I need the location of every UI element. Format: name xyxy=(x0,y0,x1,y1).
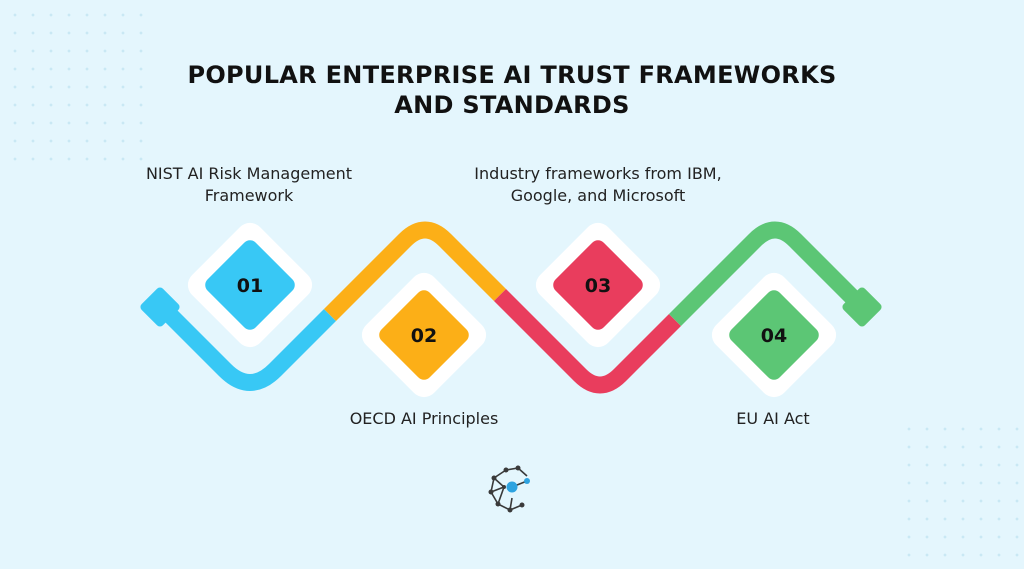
path-end-cap xyxy=(842,287,882,327)
step-03-diamond: 03 xyxy=(535,222,661,348)
step-02-number: 02 xyxy=(411,325,437,347)
page-title: POPULAR ENTERPRISE AI TRUST FRAMEWORKS A… xyxy=(112,60,912,120)
network-brain-icon xyxy=(488,465,530,513)
path-segment-03 xyxy=(493,288,682,394)
step-01-number: 01 xyxy=(237,275,263,297)
step-01-diamond: 01 xyxy=(187,222,313,348)
step-02-label: OECD AI Principles xyxy=(349,409,499,428)
title-line-2: AND STANDARDS xyxy=(394,91,630,119)
path-start-cap xyxy=(140,287,180,327)
path-segment-04 xyxy=(668,221,869,327)
step-01-label: NIST AI Risk Management Framework xyxy=(145,164,353,205)
step-03-number: 03 xyxy=(585,275,611,297)
step-03-label: Industry frameworks from IBM, Google, an… xyxy=(474,164,722,205)
step-02-diamond: 02 xyxy=(361,272,487,398)
title-line-1: POPULAR ENTERPRISE AI TRUST FRAMEWORKS xyxy=(187,61,837,89)
step-04-number: 04 xyxy=(761,325,787,347)
path-segment-02 xyxy=(323,221,507,322)
path-segment-01 xyxy=(158,303,337,391)
decorative-dots-bottom-right xyxy=(900,420,1024,569)
step-04-label: EU AI Act xyxy=(736,409,810,428)
step-04-diamond: 04 xyxy=(711,272,837,398)
decorative-dots-top-left xyxy=(6,6,156,166)
